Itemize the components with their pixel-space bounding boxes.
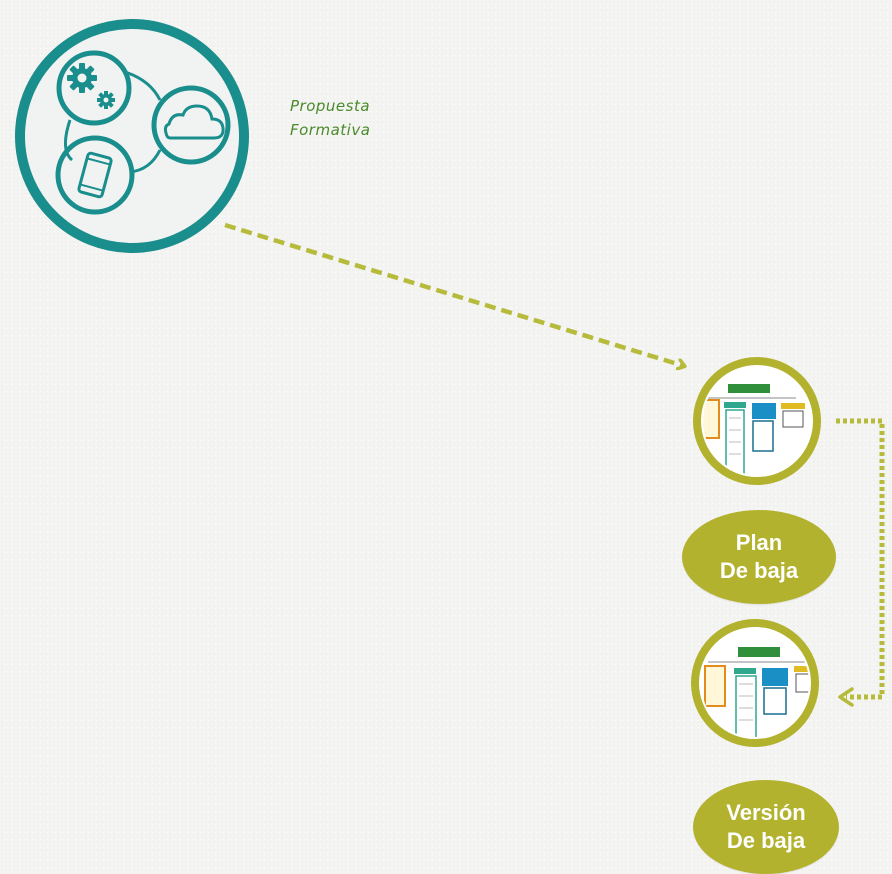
- org-chart-thumbnail-icon: [704, 647, 809, 737]
- version-label-pill[interactable]: Versión De baja: [693, 780, 839, 874]
- connector-arc: [124, 70, 162, 101]
- plan-node: [693, 357, 821, 485]
- topic-label: Propuesta Formativa: [290, 94, 370, 142]
- connector-arc: [64, 119, 74, 162]
- topic-node: [15, 19, 249, 253]
- topic-label-line: Propuesta: [290, 97, 371, 115]
- topic-label-line: Formativa: [290, 121, 371, 139]
- version-node: [691, 619, 819, 747]
- org-chart-thumbnail-icon: [703, 384, 805, 475]
- plan-label-pill[interactable]: Plan De baja: [682, 510, 836, 604]
- plan-label-line: Plan: [735, 530, 783, 555]
- mobile-phone-icon: [55, 135, 135, 215]
- cloud-icon: [151, 85, 231, 165]
- dotted-connector-plan-to-version: [836, 418, 885, 700]
- dashed-arrow-topic-to-plan: [224, 222, 684, 366]
- version-label-line: Versión: [726, 800, 806, 825]
- gears-icon: [56, 50, 132, 126]
- version-label-line: De baja: [726, 828, 806, 853]
- plan-label-line: De baja: [719, 558, 799, 583]
- topic-circle: [15, 19, 249, 253]
- arrowhead-into-version: [838, 687, 854, 707]
